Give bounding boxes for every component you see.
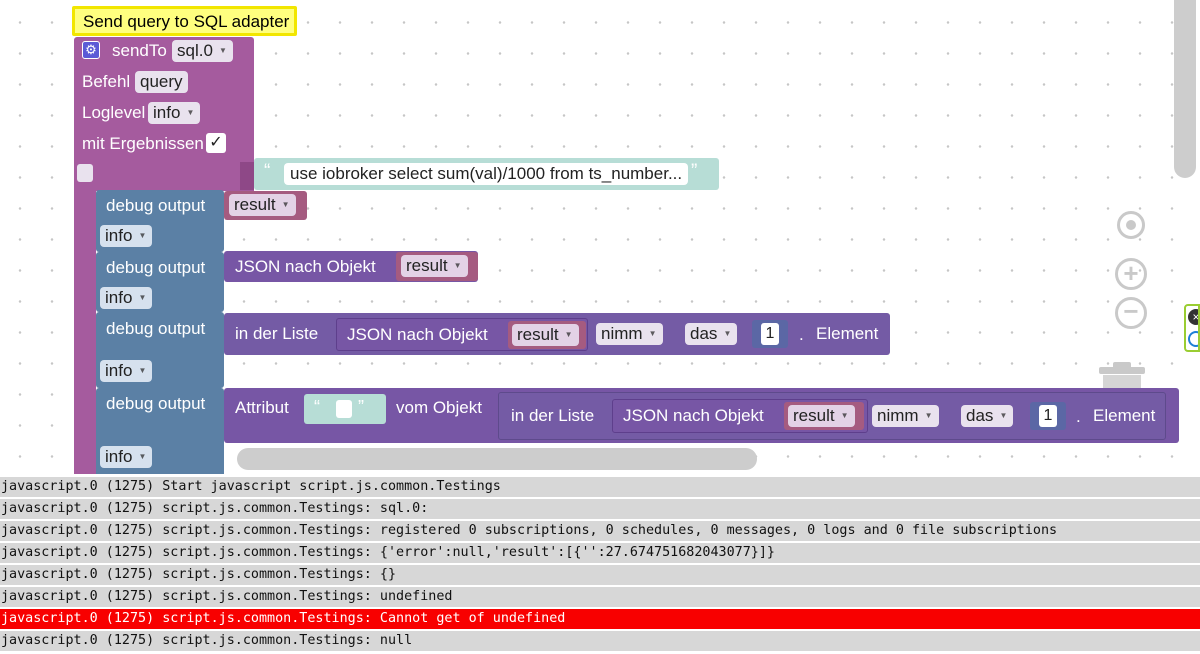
dot-label: . (799, 325, 804, 344)
zoom-in-icon[interactable]: + (1115, 258, 1147, 290)
index-field[interactable]: 1 (761, 323, 779, 345)
debug-label: debug output (106, 258, 206, 277)
result-variable-block[interactable]: result (784, 402, 864, 430)
debug-block-4[interactable]: debug output info (96, 388, 224, 474)
block-comment[interactable]: Send query to SQL adapter (72, 6, 297, 36)
command-label: Befehl (82, 72, 131, 91)
attribute-empty-field[interactable] (336, 400, 352, 418)
the-dropdown[interactable]: das (961, 405, 1014, 427)
center-view-icon[interactable] (1117, 211, 1145, 239)
the-dropdown[interactable]: das (685, 323, 738, 345)
of-object-label: vom Objekt (396, 398, 482, 417)
attribute-string-block[interactable]: “ ” (304, 394, 386, 424)
quote-open-icon: “ (314, 397, 320, 417)
element-label: Element (816, 324, 879, 343)
sendto-block-spine (74, 188, 96, 474)
result-variable-block[interactable]: result (396, 252, 478, 281)
comment-text: Send query to SQL adapter (83, 12, 290, 31)
debug-level-dropdown[interactable]: info (100, 287, 153, 309)
quote-close-icon: ” (358, 397, 364, 417)
debug-block-2[interactable]: debug output info (96, 252, 224, 312)
log-line: javascript.0 (1275) script.js.common.Tes… (0, 499, 1200, 519)
debug-level-dropdown[interactable]: info (100, 225, 153, 247)
zoom-out-icon[interactable]: − (1115, 297, 1147, 329)
blockly-workspace[interactable]: Send query to SQL adapter ⚙ sendTo sql.0… (0, 0, 1200, 474)
result-variable-block[interactable]: result (508, 321, 586, 349)
log-panel: javascript.0 (1275) Start javascript scr… (0, 474, 1200, 654)
index-number-block[interactable]: 1 (1030, 402, 1066, 430)
dot-label: . (1076, 407, 1081, 426)
statement-connector-icon (77, 164, 93, 182)
trash-icon[interactable] (1099, 362, 1145, 388)
json-to-object-label: JSON nach Objekt (347, 325, 488, 344)
log-line: javascript.0 (1275) script.js.common.Tes… (0, 543, 1200, 563)
log-line-error: javascript.0 (1275) script.js.common.Tes… (0, 609, 1200, 629)
in-list-label: in der Liste (235, 324, 319, 343)
variable-dropdown[interactable]: result (401, 255, 468, 277)
adapter-dropdown[interactable]: sql.0 (172, 40, 233, 62)
log-line: javascript.0 (1275) script.js.common.Tes… (0, 587, 1200, 607)
element-label: Element (1093, 406, 1156, 425)
query-text-field[interactable]: use iobroker select sum(val)/1000 from t… (284, 163, 689, 185)
debug-label: debug output (106, 394, 206, 413)
log-line: javascript.0 (1275) Start javascript scr… (0, 477, 1200, 497)
debug-block-3[interactable]: debug output info (96, 312, 224, 388)
result-variable-block[interactable]: result (224, 191, 307, 220)
debug-block-1[interactable]: debug output info (96, 190, 224, 252)
log-line: javascript.0 (1275) script.js.common.Tes… (0, 521, 1200, 541)
debug-level-dropdown[interactable]: info (100, 360, 153, 382)
debug-label: debug output (106, 196, 206, 215)
edit-icon[interactable] (1188, 331, 1198, 347)
debug-level-dropdown[interactable]: info (100, 446, 153, 468)
horizontal-scrollbar[interactable] (237, 448, 757, 470)
quote-close-icon: ” (691, 161, 698, 182)
variable-dropdown[interactable]: result (512, 324, 579, 346)
json-to-object-label: JSON nach Objekt (623, 406, 764, 425)
toolbox-flyout-icons[interactable]: × (1184, 304, 1200, 352)
loglevel-label: Loglevel (82, 103, 146, 122)
gear-icon[interactable]: ⚙ (82, 41, 100, 59)
debug-label: debug output (106, 319, 206, 338)
sendto-input-slot (240, 162, 254, 190)
attribute-label: Attribut (235, 398, 289, 417)
log-line: javascript.0 (1275) script.js.common.Tes… (0, 631, 1200, 651)
json-to-object-label: JSON nach Objekt (235, 257, 376, 276)
query-string-block[interactable]: “ use iobroker select sum(val)/1000 from… (254, 158, 719, 190)
index-field[interactable]: 1 (1039, 405, 1057, 427)
command-field[interactable]: query (135, 71, 188, 93)
variable-dropdown[interactable]: result (788, 405, 855, 427)
take-dropdown[interactable]: nimm (872, 405, 939, 427)
index-number-block[interactable]: 1 (752, 320, 788, 348)
in-list-label: in der Liste (511, 406, 595, 425)
vertical-scrollbar[interactable] (1174, 0, 1196, 178)
variable-dropdown[interactable]: result (229, 194, 296, 216)
loglevel-dropdown[interactable]: info (148, 102, 201, 124)
results-label: mit Ergebnissen (82, 134, 204, 153)
take-dropdown[interactable]: nimm (596, 323, 663, 345)
log-line: javascript.0 (1275) script.js.common.Tes… (0, 565, 1200, 585)
quote-open-icon: “ (264, 161, 271, 182)
close-icon[interactable]: × (1188, 309, 1198, 325)
sendto-label: sendTo (112, 41, 167, 60)
results-checkbox[interactable]: ✓ (206, 133, 226, 153)
